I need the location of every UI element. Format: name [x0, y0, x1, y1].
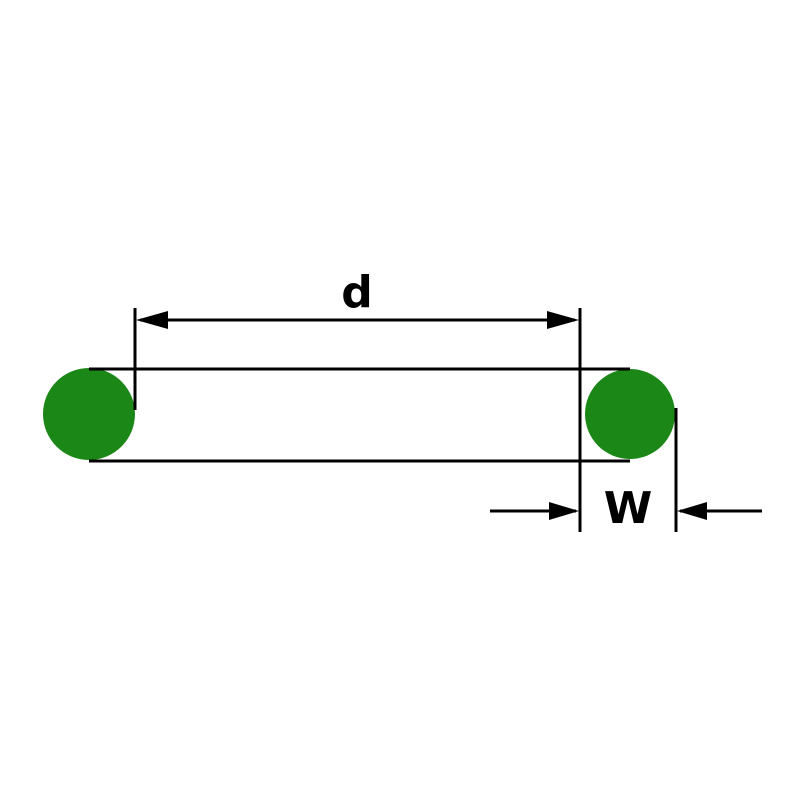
width-arrow-left-icon: [549, 502, 579, 520]
diameter-label: d: [341, 267, 373, 318]
oring-left-cross-section-circle: [43, 368, 135, 460]
diameter-arrow-left-icon: [136, 311, 168, 329]
diameter-arrow-right-icon: [547, 311, 579, 329]
oring-right-cross-section-circle: [585, 369, 675, 459]
width-label: W: [604, 483, 653, 534]
width-arrow-right-icon: [677, 502, 707, 520]
